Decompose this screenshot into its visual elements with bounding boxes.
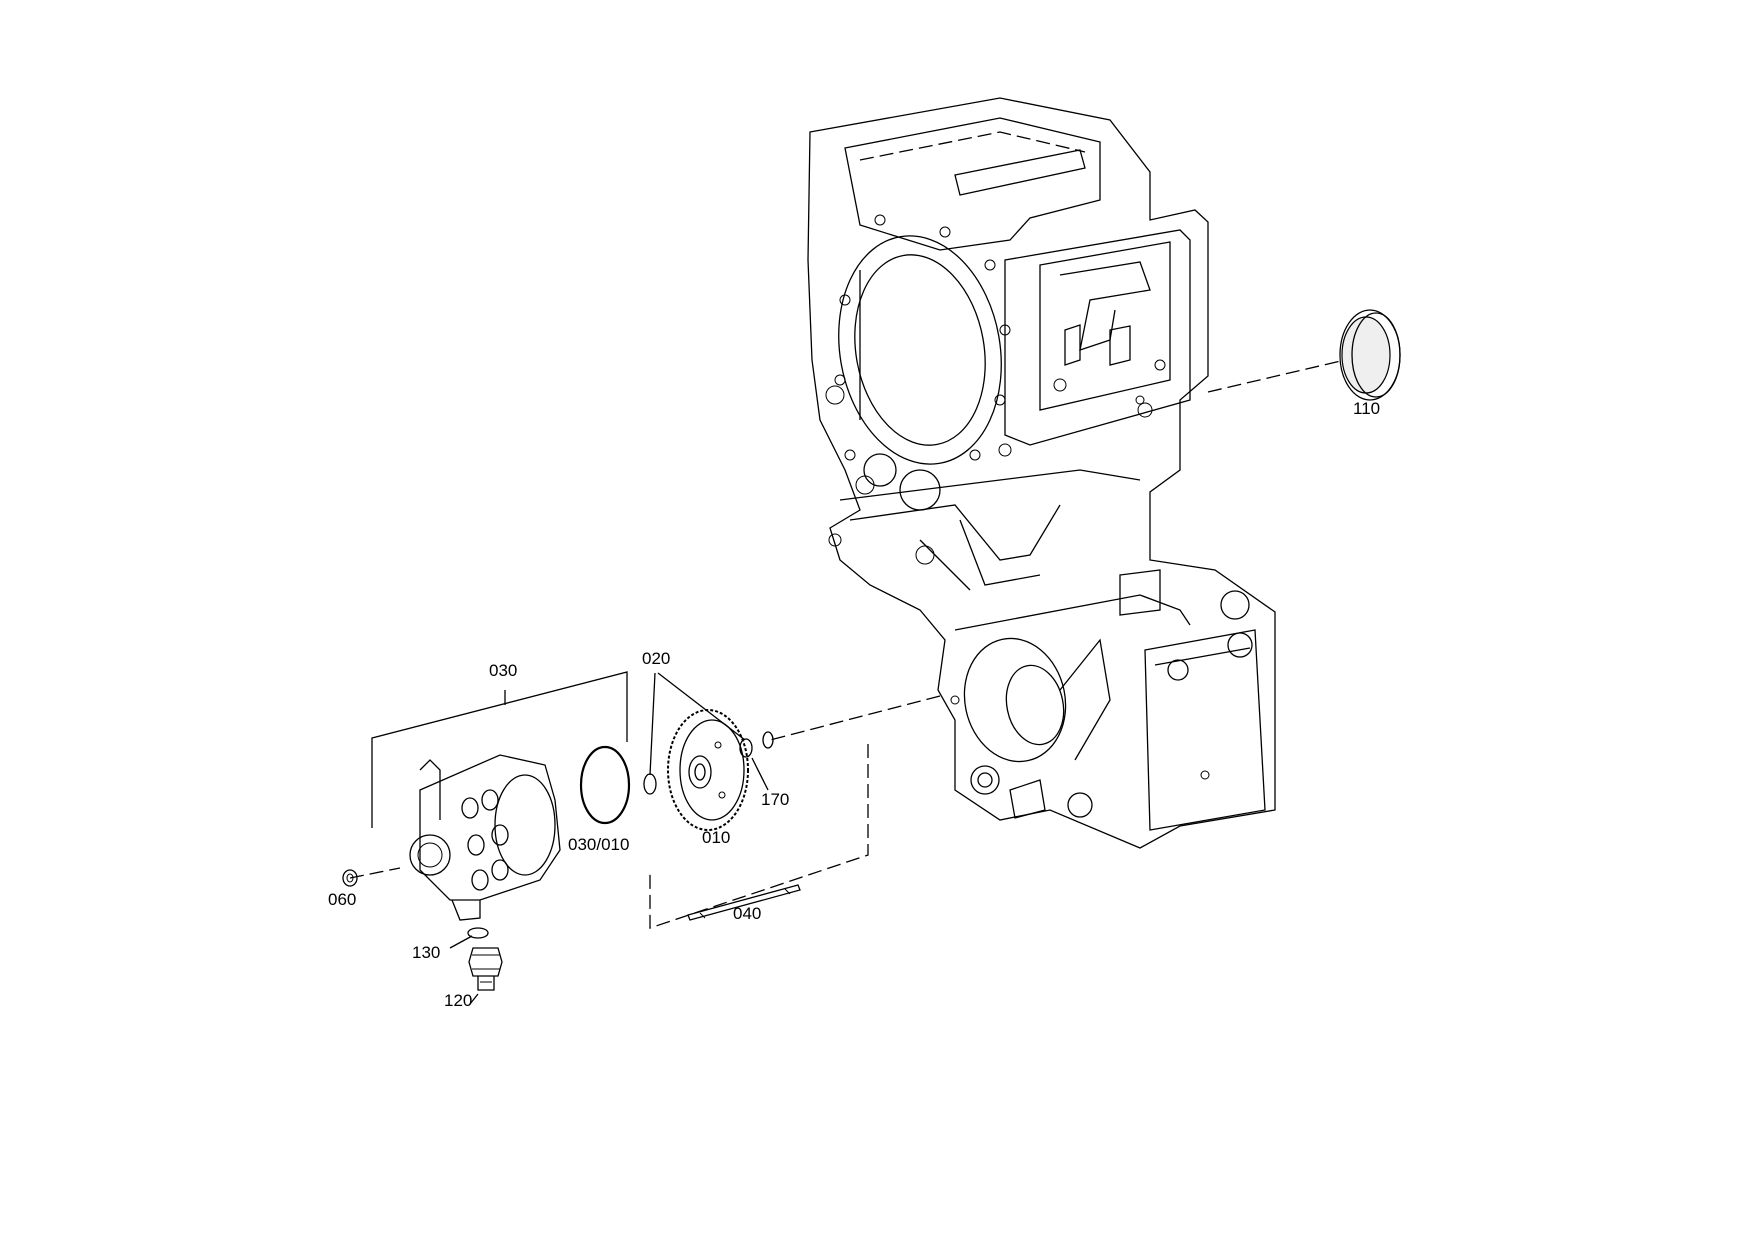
callout-010: 010	[702, 828, 730, 847]
callout-170: 170	[761, 790, 789, 809]
callout-020: 020	[642, 649, 670, 668]
part-120-fitting	[468, 947, 503, 991]
part-020-ring	[643, 773, 657, 795]
callout-030-010: 030/010	[568, 835, 629, 854]
part-030-pump-body	[409, 754, 561, 921]
callout-leaders	[371, 671, 769, 1005]
part-130-o-ring	[467, 927, 489, 939]
callout-060: 060	[328, 890, 356, 909]
transmission-housing	[807, 97, 1276, 849]
callout-110: 110	[1353, 399, 1380, 418]
part-040-shaft	[687, 884, 801, 921]
part-060-plug	[342, 869, 358, 887]
part-110-cover	[1339, 309, 1401, 401]
assembly-leader-lines	[349, 359, 1346, 929]
callout-040: 040	[733, 904, 761, 923]
part-170-seal-rings	[739, 731, 774, 758]
callout-120: 120	[444, 991, 472, 1010]
callout-labels: 030 020 110 170 010 030/010 060 040 130 …	[328, 399, 1380, 1010]
part-030-010-o-ring	[579, 745, 631, 825]
part-010-gear	[667, 709, 749, 831]
pump-bolt-heads	[461, 789, 509, 891]
callout-030: 030	[489, 661, 517, 680]
callout-130: 130	[412, 943, 440, 962]
